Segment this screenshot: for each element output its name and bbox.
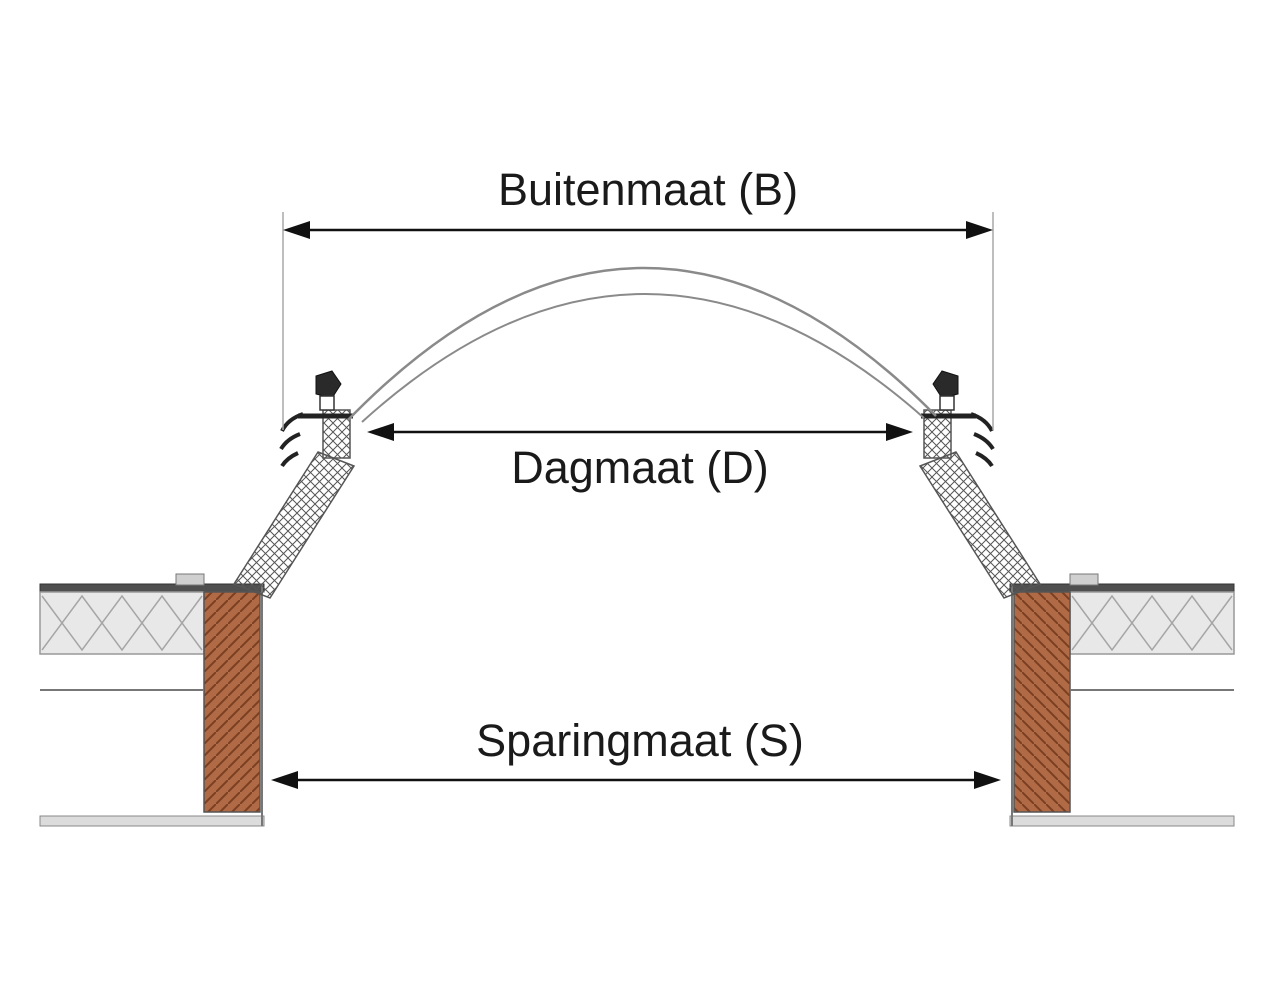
dome [347, 266, 937, 423]
clamp-neck [319, 395, 335, 411]
roof-structure-right [1009, 573, 1235, 827]
dimension-buitenmaat: Buitenmaat (B) [282, 164, 994, 430]
insulation-band [39, 591, 205, 655]
arrowhead-right [886, 423, 913, 441]
curb-assembly-right [920, 371, 1040, 598]
dimension-dagmaat: Dagmaat (D) [367, 423, 913, 493]
arrowhead-left [271, 771, 298, 789]
arrowhead-left [283, 221, 310, 239]
insulation-zigzag [41, 594, 203, 652]
dagmaat-label: Dagmaat (D) [511, 442, 769, 493]
insulation-zigzag [41, 594, 203, 652]
upstand-strut [232, 451, 356, 599]
dome-inner-shell [361, 293, 925, 423]
clamp-cap [315, 370, 342, 399]
sparingmaat-label: Sparingmaat (S) [476, 715, 804, 766]
roof-structure-left [39, 573, 265, 827]
flashing-flap [279, 432, 301, 451]
arrowhead-right [966, 221, 993, 239]
flashing-flap [280, 412, 304, 432]
curb-assembly-left [232, 370, 356, 599]
dome-outer-shell [347, 266, 937, 421]
edge-trim-block [175, 573, 205, 586]
dimension-sparingmaat: Sparingmaat (S) [271, 715, 1001, 789]
arrowhead-right [974, 771, 1001, 789]
buitenmaat-label: Buitenmaat (B) [498, 164, 798, 215]
soffit-band [39, 815, 265, 827]
arrowhead-left [367, 423, 394, 441]
flashing-flap [280, 451, 299, 468]
roof-membrane [39, 583, 265, 593]
timber-trimmer [203, 591, 261, 813]
